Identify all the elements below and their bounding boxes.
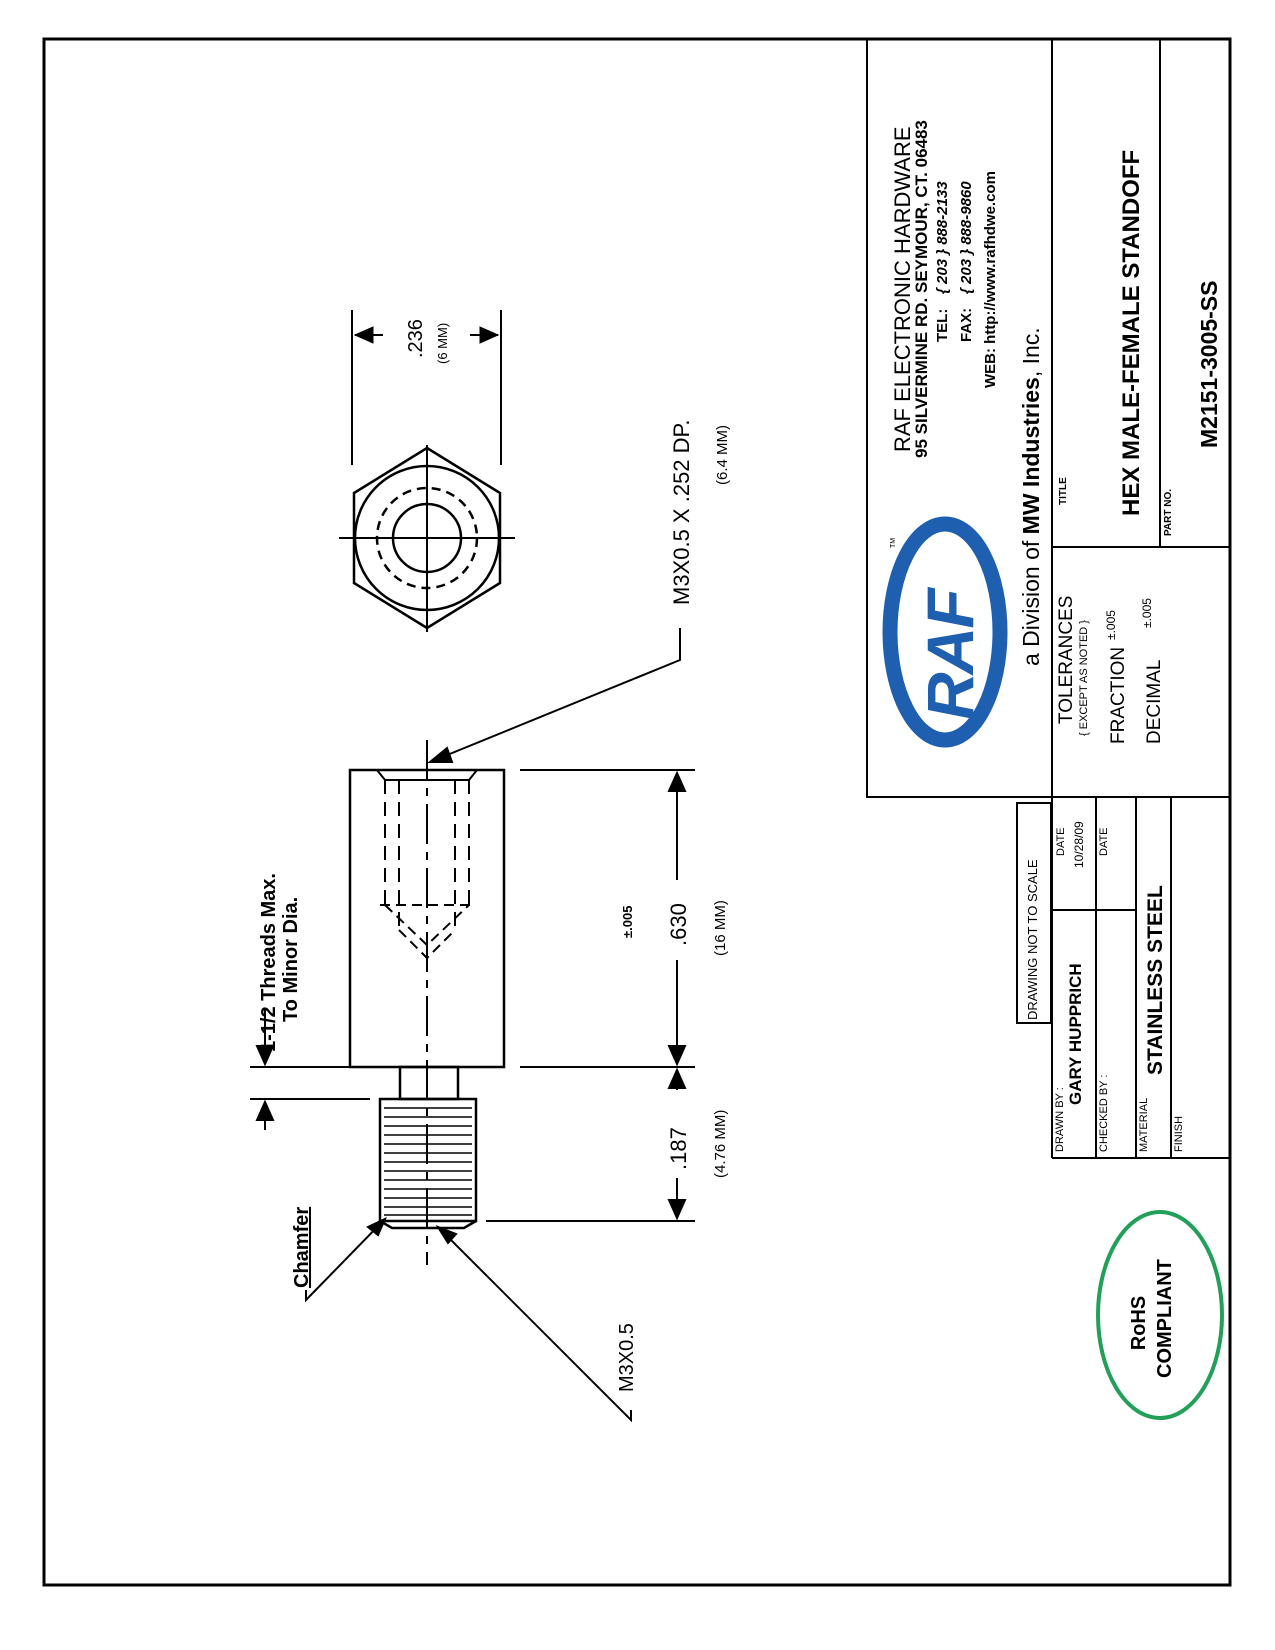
division-prefix: a Division of bbox=[1018, 540, 1044, 666]
side-view-dimensions bbox=[250, 628, 695, 1423]
raf-logo-text: RAF bbox=[913, 590, 987, 720]
division-suffix: , Inc. bbox=[1018, 327, 1044, 378]
title-label: TITLE bbox=[1058, 477, 1069, 505]
decimal-label: DECIMAL bbox=[1144, 659, 1165, 744]
finish-label: FINISH bbox=[1173, 1115, 1185, 1152]
rohs-line-2: COMPLIANT bbox=[1154, 1259, 1176, 1378]
chamfer-label: Chamfer bbox=[291, 1206, 313, 1288]
hex-width-dim: .236 bbox=[405, 319, 427, 358]
thread-note-line-1: 1-1/2 Threads Max. bbox=[258, 873, 280, 1052]
thread-callout: M3X0.5 X .252 DP. bbox=[669, 419, 694, 606]
thread-depth-mm: (6.4 MM) bbox=[714, 425, 731, 485]
sheet-border bbox=[42, 37, 1232, 1587]
part-title: HEX MALE-FEMALE STANDOFF bbox=[1118, 149, 1145, 516]
part-no-label: PART NO. bbox=[1163, 488, 1174, 536]
company-fax: { 203 } 888-9860 bbox=[958, 181, 975, 294]
body-length-tolerance: ±.005 bbox=[620, 905, 635, 938]
decimal-value: ±.005 bbox=[1140, 598, 1154, 628]
checked-date-label: DATE bbox=[1098, 827, 1110, 856]
drawn-date: 10/28/09 bbox=[1072, 821, 1086, 868]
stud-length-mm: (4.76 MM) bbox=[712, 1109, 729, 1178]
body-length-mm: (16 MM) bbox=[712, 900, 729, 956]
division-line: a Division of MW Industries, Inc. bbox=[1018, 327, 1045, 666]
raf-trademark: TM bbox=[890, 537, 897, 548]
hex-width-mm: (6 MM) bbox=[435, 322, 450, 364]
raf-logo bbox=[882, 516, 1008, 748]
thread-note-line-2: To Minor Dia. bbox=[280, 896, 302, 1022]
rohs-line-1: RoHS bbox=[1128, 1295, 1150, 1351]
material-value: STAINLESS STEEL bbox=[1144, 885, 1167, 1075]
drawn-by: GARY HUPPRICH bbox=[1066, 963, 1085, 1105]
company-tel: { 203 } 888-2133 bbox=[934, 181, 951, 294]
drawn-by-label: DRAWN BY : bbox=[1054, 1087, 1066, 1152]
checked-by-label: CHECKED BY : bbox=[1098, 1074, 1110, 1152]
title-block-frame bbox=[866, 39, 1230, 1159]
stud-thread-label: M3X0.5 bbox=[616, 1323, 638, 1392]
rohs-badge bbox=[1096, 1210, 1224, 1420]
tolerances-heading: TOLERANCES bbox=[1056, 595, 1077, 724]
fraction-label: FRACTION bbox=[1108, 646, 1129, 744]
tolerances-note: { EXCEPT AS NOTED } bbox=[1078, 620, 1090, 736]
company-fax-label: FAX: bbox=[958, 307, 975, 342]
hex-end-view bbox=[339, 310, 515, 632]
stud-length-dim: .187 bbox=[666, 1127, 691, 1170]
company-tel-label: TEL: bbox=[934, 308, 951, 342]
body-length-dim: .630 bbox=[666, 903, 691, 946]
company-web: WEB: http://www.rafhdwe.com bbox=[982, 171, 999, 388]
drawn-date-label: DATE bbox=[1055, 827, 1067, 856]
fraction-value: ±.005 bbox=[1104, 610, 1118, 640]
company-address: 95 SILVERMINE RD. SEYMOUR, CT. 06483 bbox=[912, 120, 931, 458]
part-number: M2151-3005-SS bbox=[1196, 280, 1222, 449]
material-label: MATERIAL bbox=[1138, 1097, 1150, 1152]
not-to-scale-note: DRAWING NOT TO SCALE bbox=[1025, 859, 1040, 1020]
side-view bbox=[348, 740, 506, 1265]
division-name: MW Industries bbox=[1018, 377, 1044, 535]
